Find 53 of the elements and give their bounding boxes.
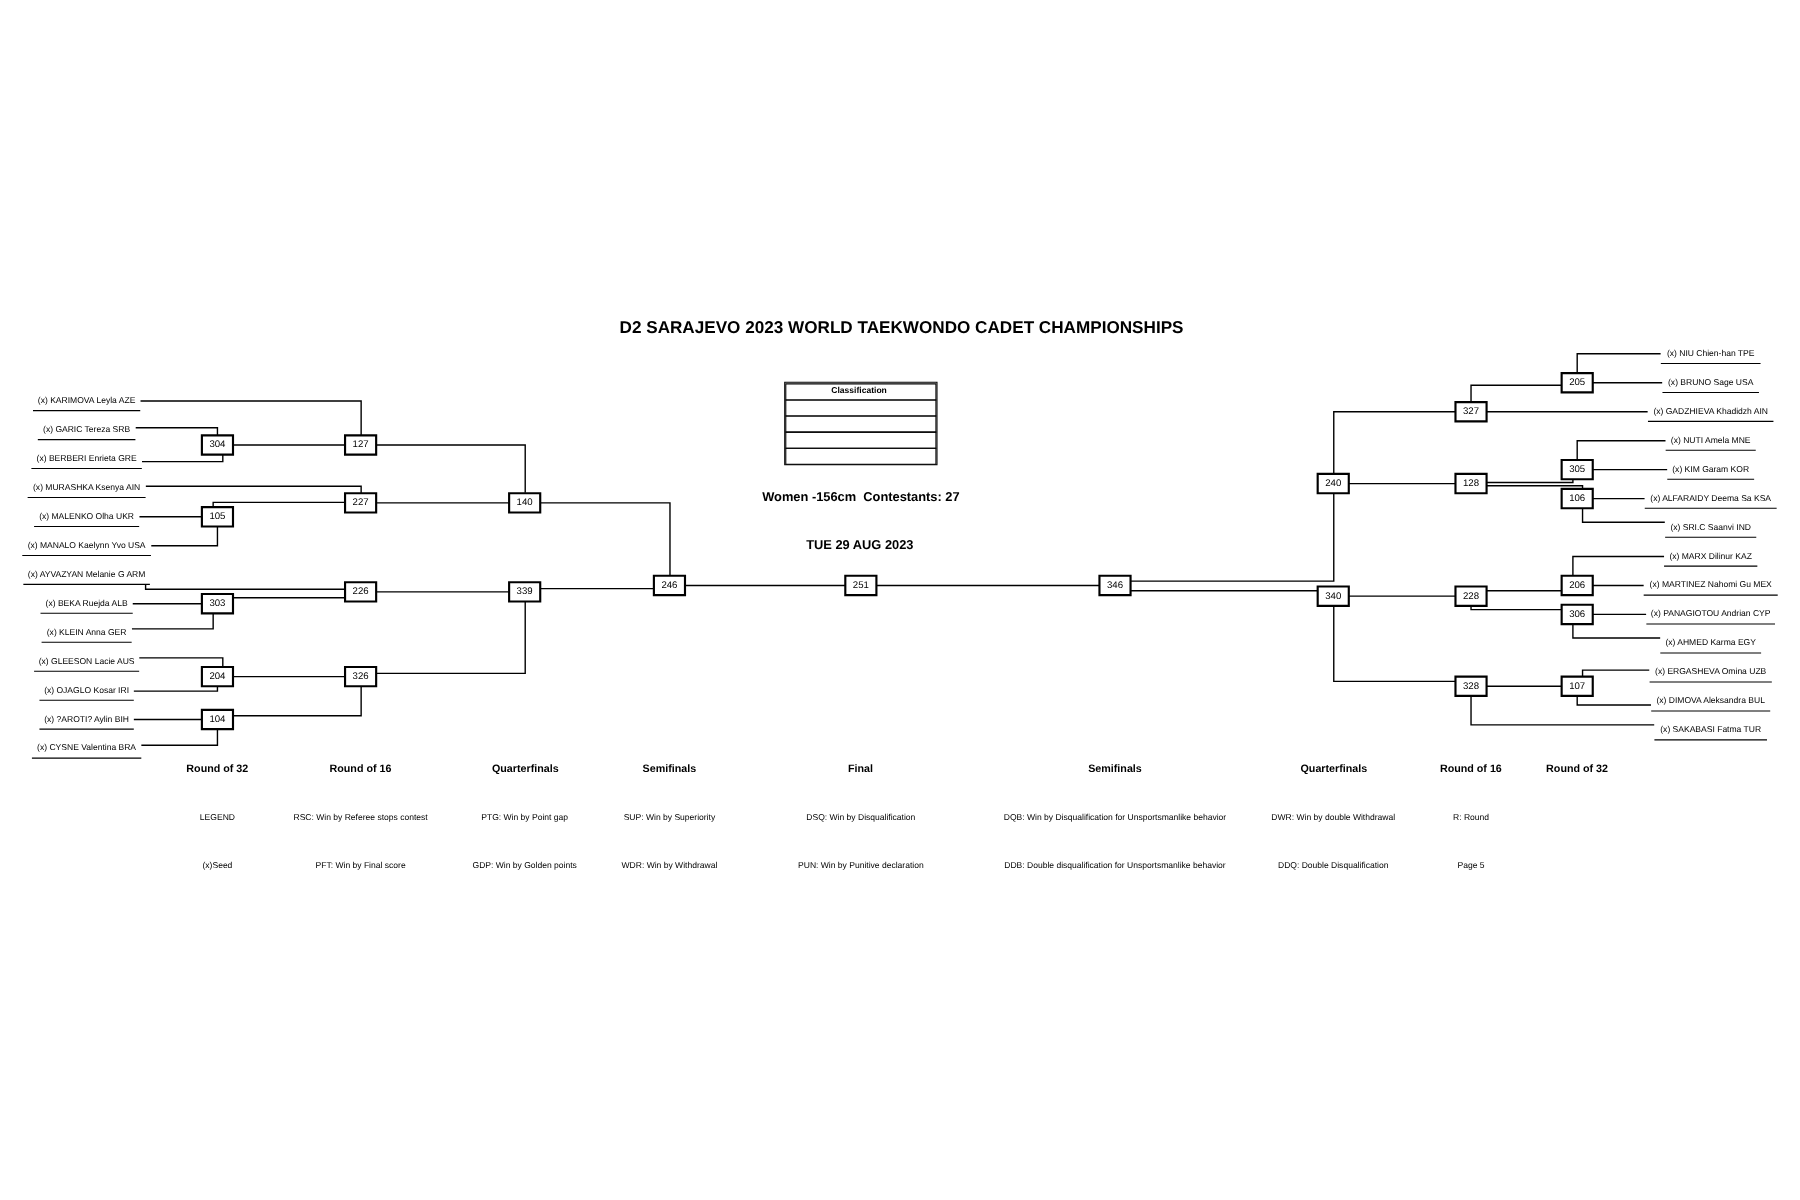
- connector: [1576, 439, 1667, 460]
- connector: [1130, 491, 1335, 581]
- connector: [135, 426, 219, 435]
- connector: [1348, 594, 1457, 596]
- connector: [232, 596, 346, 598]
- connector: [1130, 589, 1319, 591]
- connector: [1486, 484, 1584, 489]
- connector: [876, 583, 1101, 586]
- connector: [375, 443, 526, 493]
- connector: [133, 717, 203, 720]
- connector: [1470, 604, 1563, 610]
- connector: [539, 501, 671, 576]
- connector: [1486, 589, 1563, 591]
- connector: [1333, 410, 1456, 474]
- connector: [150, 524, 219, 546]
- connector: [1486, 410, 1649, 412]
- connector: [138, 515, 203, 517]
- connector: [131, 611, 214, 629]
- connector: [1486, 684, 1563, 686]
- connector: [1581, 668, 1650, 677]
- connector: [232, 443, 346, 445]
- connector: [375, 501, 510, 503]
- connector: [212, 500, 346, 507]
- connector: [539, 586, 655, 589]
- connector: [1592, 467, 1668, 470]
- connector: [141, 453, 224, 462]
- connector: [1576, 694, 1652, 705]
- connector: [1486, 477, 1574, 483]
- connector: [139, 399, 362, 435]
- connector: [1470, 694, 1655, 725]
- connector: [138, 656, 224, 667]
- diagram-title: D2 SARAJEVO 2023 WORLD TAEKWONDO CADET CHAMPIONSHIPS: [619, 316, 1184, 337]
- connector: [1592, 612, 1647, 615]
- connector: [232, 674, 346, 677]
- connector: [684, 583, 846, 586]
- connector: [140, 727, 219, 745]
- connector: [375, 599, 526, 674]
- connector: [1592, 583, 1645, 586]
- connector: [1470, 383, 1563, 402]
- connector: [1572, 622, 1661, 638]
- connector: [1348, 481, 1457, 484]
- connector: [145, 484, 362, 493]
- connector: [144, 582, 346, 589]
- connector: [375, 590, 510, 592]
- connector: [1572, 554, 1665, 576]
- connector: [1592, 496, 1646, 499]
- connector: [1581, 506, 1666, 522]
- connector: [1592, 381, 1663, 383]
- connector: [133, 684, 219, 691]
- connector: [1333, 604, 1456, 682]
- connector: [1576, 352, 1662, 373]
- connector: [132, 602, 203, 604]
- connector: [232, 684, 362, 716]
